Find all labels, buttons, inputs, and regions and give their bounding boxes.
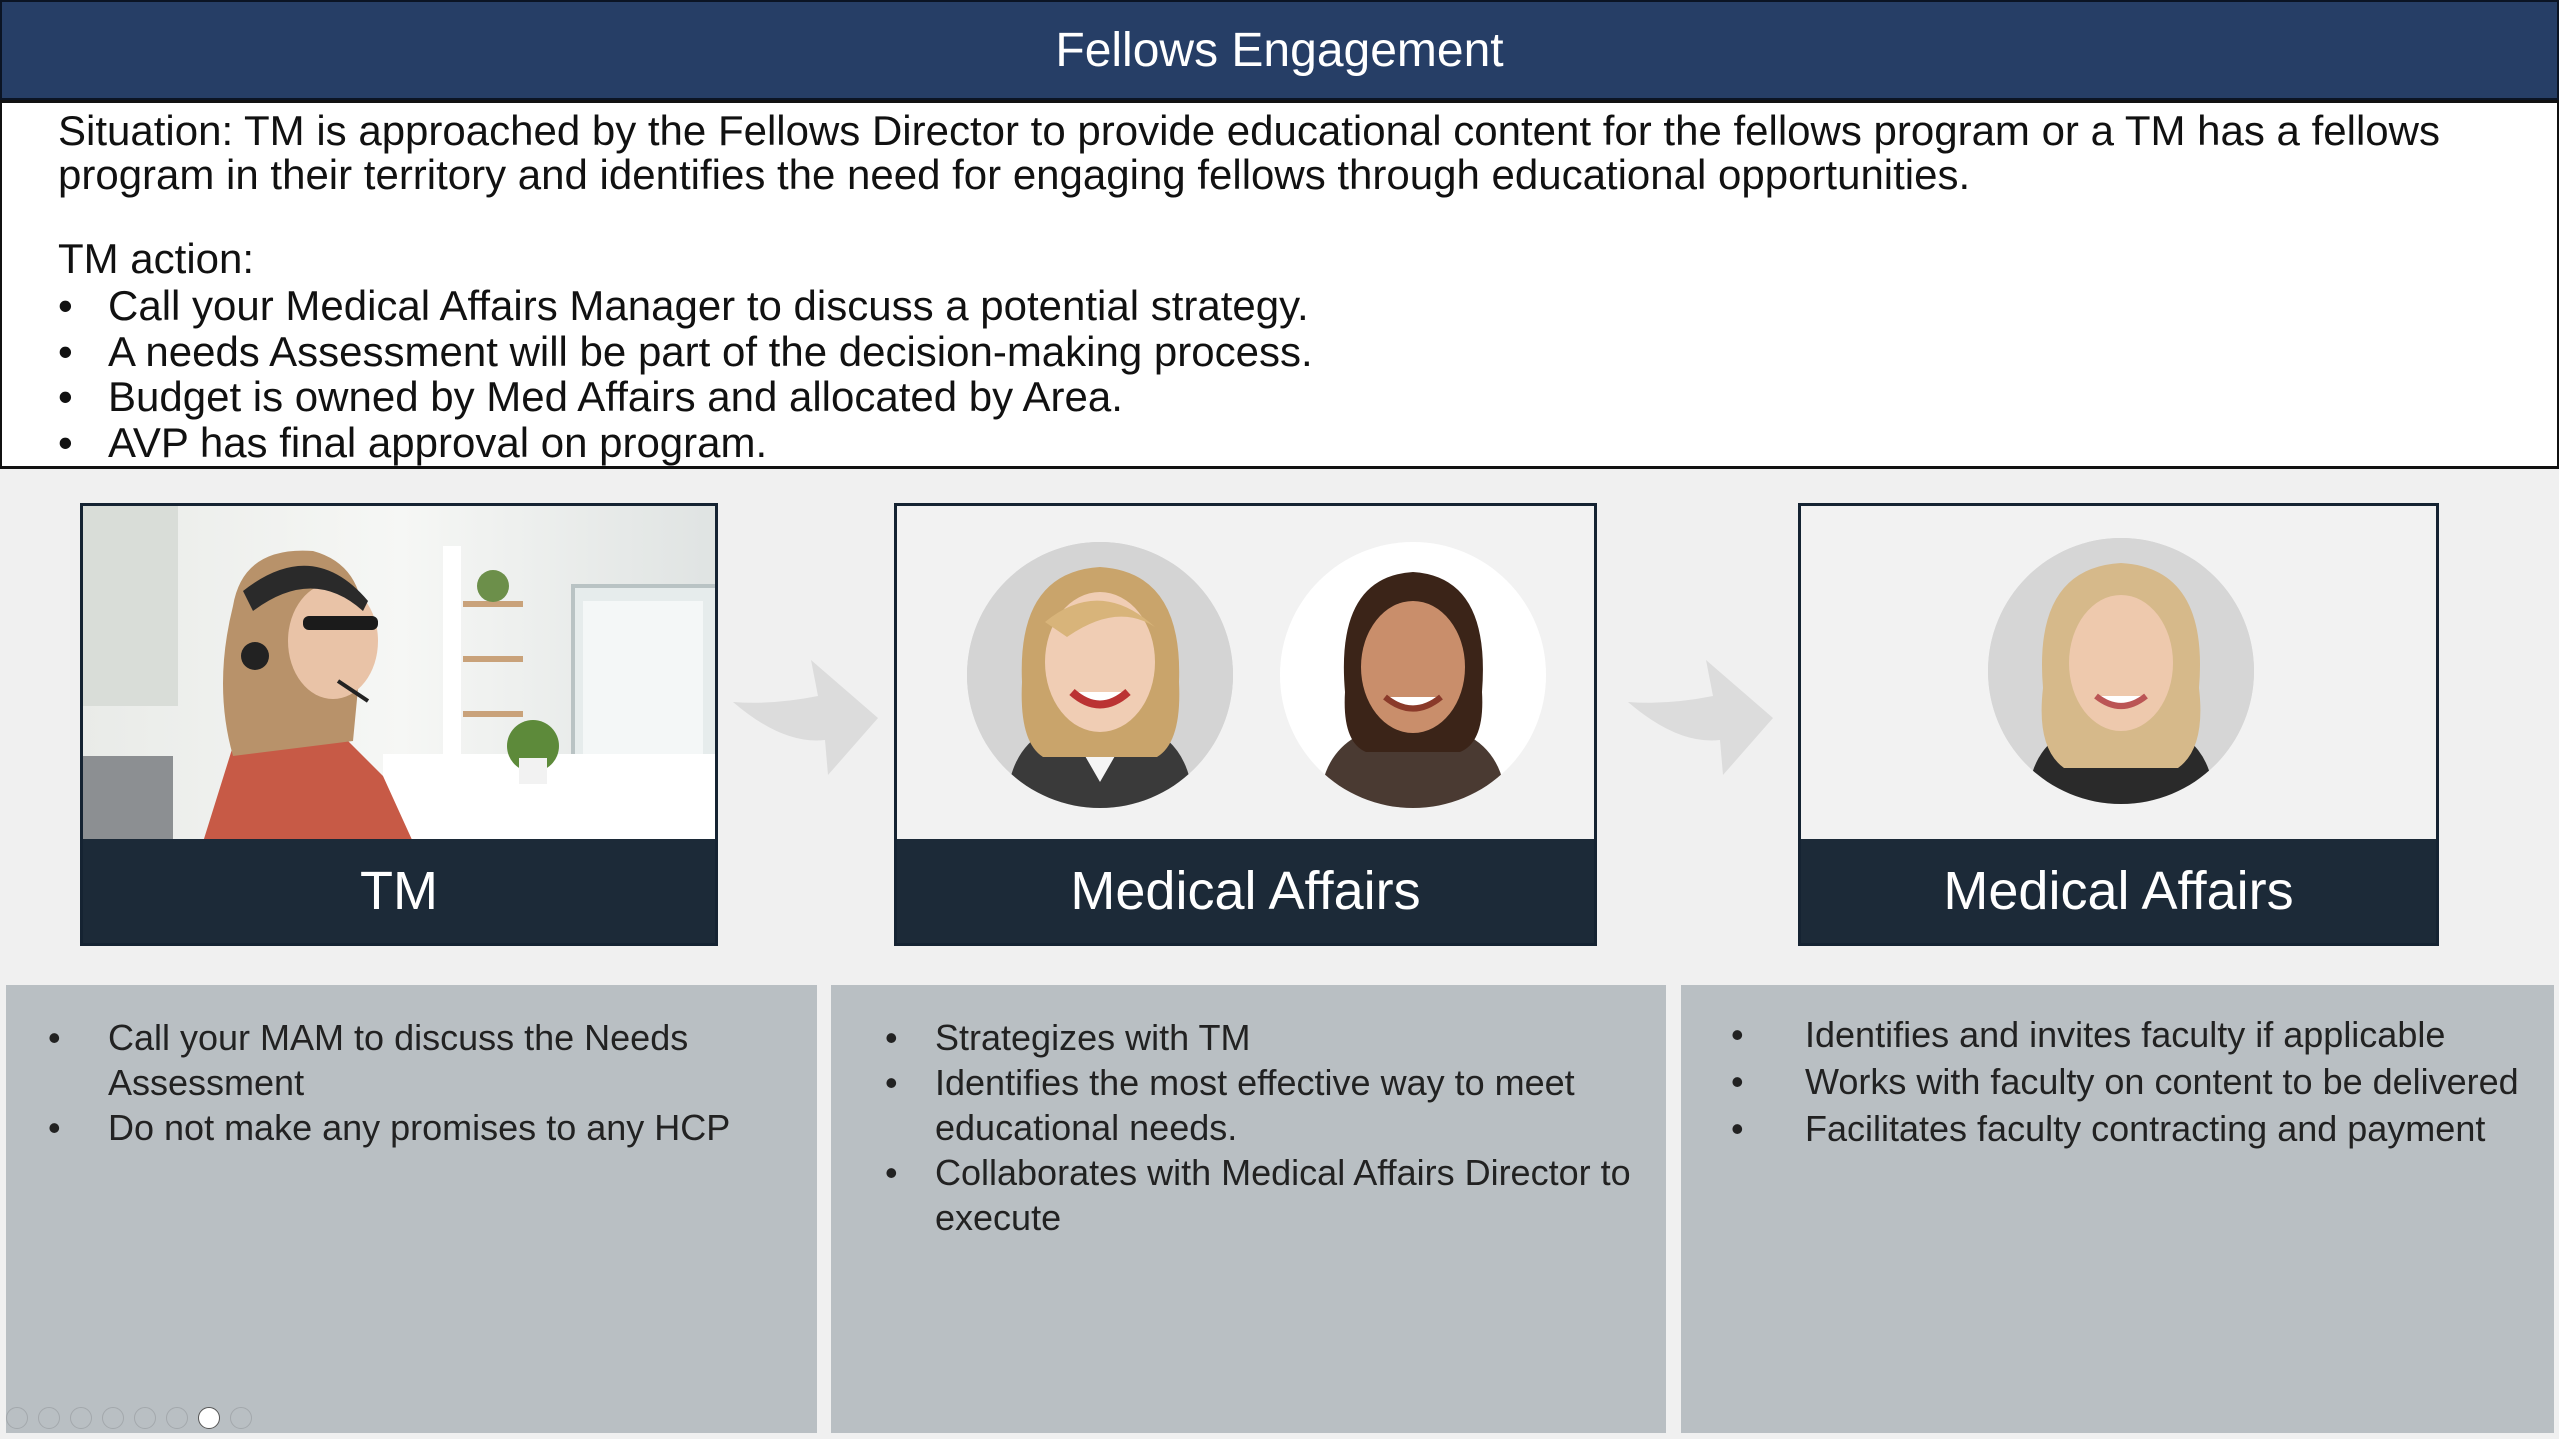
card-label-bar: TM bbox=[83, 839, 715, 943]
card-medical-affairs-1: Medical Affairs bbox=[894, 503, 1597, 946]
card-label-bar: Medical Affairs bbox=[897, 839, 1594, 943]
action-item: AVP has final approval on program. bbox=[58, 419, 2501, 466]
page-title: Fellows Engagement bbox=[1055, 23, 1504, 77]
info-panel-tm: Call your MAM to discuss the Needs Asses… bbox=[6, 985, 817, 1433]
situation-text: Situation: TM is approached by the Fello… bbox=[58, 107, 2440, 198]
info-panel-medical-affairs-2: Identifies and invites faculty if applic… bbox=[1681, 985, 2554, 1433]
avatar bbox=[1988, 538, 2254, 804]
panel-list: Strategizes with TM Identifies the most … bbox=[851, 1015, 1646, 1240]
camera-icon[interactable] bbox=[198, 1407, 220, 1429]
panel-item: Collaborates with Medical Affairs Direct… bbox=[851, 1150, 1646, 1240]
panel-list: Identifies and invites faculty if applic… bbox=[1701, 1011, 2534, 1152]
panel-item: Do not make any promises to any HCP bbox=[26, 1105, 797, 1150]
person-photo bbox=[1280, 542, 1546, 808]
zoom-icon[interactable] bbox=[134, 1407, 156, 1429]
action-list: Call your Medical Affairs Manager to dis… bbox=[58, 283, 2501, 465]
action-heading: TM action: bbox=[58, 235, 255, 282]
title-bar: Fellows Engagement bbox=[0, 0, 2559, 100]
tm-photo bbox=[83, 506, 715, 842]
card-label: TM bbox=[360, 861, 438, 921]
action-item: Budget is owned by Med Affairs and alloc… bbox=[58, 374, 2501, 420]
situation-box: Situation: TM is approached by the Fello… bbox=[0, 100, 2559, 469]
chevron-arrow-icon bbox=[1628, 660, 1773, 775]
info-panel-medical-affairs-1: Strategizes with TM Identifies the most … bbox=[831, 985, 1666, 1433]
card-tm: TM bbox=[80, 503, 718, 946]
medical-affairs-photos bbox=[897, 506, 1594, 842]
person-photo bbox=[83, 506, 715, 842]
card-medical-affairs-2: Medical Affairs bbox=[1798, 503, 2439, 946]
card-label: Medical Affairs bbox=[1070, 861, 1421, 921]
person-photo bbox=[967, 542, 1233, 808]
panel-item: Call your MAM to discuss the Needs Asses… bbox=[26, 1015, 797, 1105]
card-label-bar: Medical Affairs bbox=[1801, 839, 2436, 943]
panel-item: Identifies and invites faculty if applic… bbox=[1701, 1011, 2534, 1058]
prev-slide-icon[interactable] bbox=[6, 1407, 28, 1429]
avatar bbox=[1280, 542, 1546, 808]
panel-item: Strategizes with TM bbox=[851, 1015, 1646, 1060]
subtitle-icon[interactable] bbox=[166, 1407, 188, 1429]
panel-item: Identifies the most effective way to mee… bbox=[851, 1060, 1646, 1150]
medical-affairs-photo bbox=[1801, 506, 2436, 842]
pen-icon[interactable] bbox=[70, 1407, 92, 1429]
person-photo bbox=[1988, 538, 2254, 804]
action-item: Call your Medical Affairs Manager to dis… bbox=[58, 283, 2501, 329]
chevron-arrow-icon bbox=[733, 660, 878, 775]
panel-list: Call your MAM to discuss the Needs Asses… bbox=[26, 1015, 797, 1150]
avatar bbox=[967, 542, 1233, 808]
card-label: Medical Affairs bbox=[1943, 861, 2294, 921]
panel-item: Works with faculty on content to be deli… bbox=[1701, 1058, 2534, 1105]
more-options-icon[interactable] bbox=[230, 1407, 252, 1429]
next-slide-icon[interactable] bbox=[38, 1407, 60, 1429]
presentation-toolbar[interactable] bbox=[6, 1405, 252, 1431]
grid-icon[interactable] bbox=[102, 1407, 124, 1429]
panel-item: Facilitates faculty contracting and paym… bbox=[1701, 1105, 2534, 1152]
action-item: A needs Assessment will be part of the d… bbox=[58, 328, 2501, 375]
